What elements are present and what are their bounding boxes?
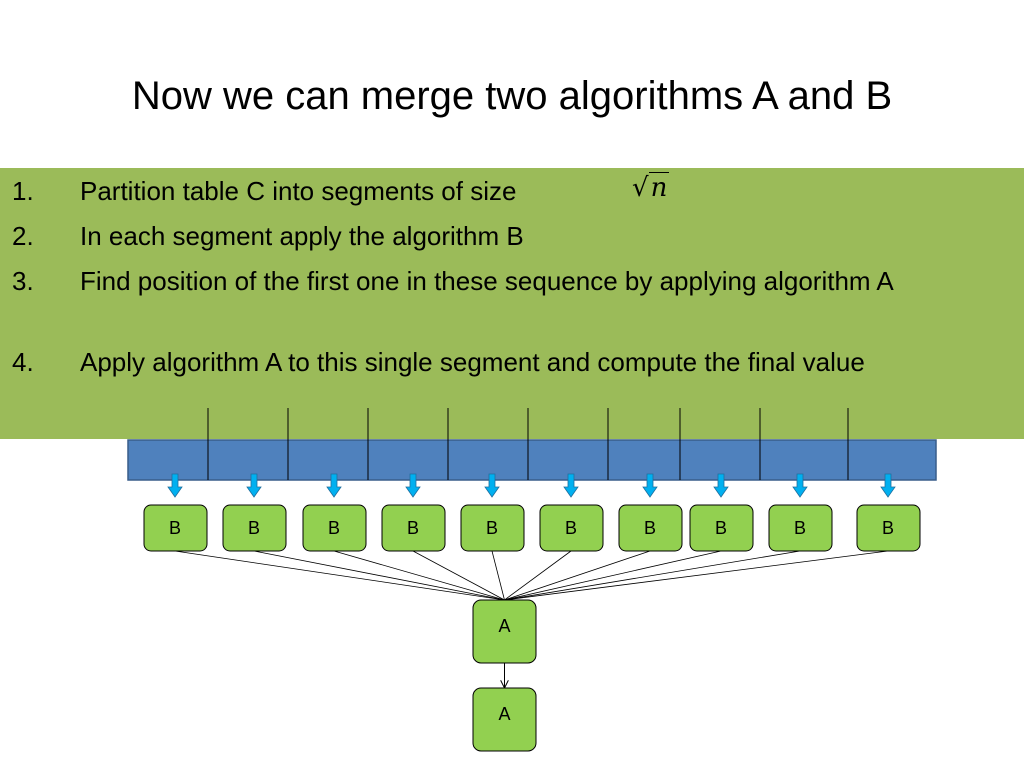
down-arrow-icon (167, 473, 183, 498)
step-number: 2. (12, 221, 34, 251)
b-node-label: B (565, 518, 577, 538)
slide-title: Now we can merge two algorithms A and B (131, 74, 893, 118)
b-node (689, 504, 754, 552)
down-arrow-icon (792, 473, 808, 498)
b-node-label: B (407, 518, 419, 538)
connector-line (412, 550, 505, 601)
connector-line (333, 550, 505, 601)
down-arrow-icon (880, 473, 896, 498)
b-node-label: B (169, 518, 181, 538)
b-to-a-connectors (174, 550, 889, 601)
b-node-label: B (644, 518, 656, 538)
down-arrow-icon (563, 473, 579, 498)
b-node (222, 504, 287, 552)
b-node-label: B (486, 518, 498, 538)
segment-arrows (167, 473, 896, 498)
b-node (618, 504, 683, 552)
step-text: Find position of the first one in these … (80, 266, 894, 296)
b-node (460, 504, 525, 552)
b-node (539, 504, 604, 552)
connector-line (504, 550, 651, 601)
b-node (856, 504, 921, 552)
connector-line (491, 550, 505, 601)
b-node (302, 504, 367, 552)
b-node-label: B (248, 518, 260, 538)
connector-line (504, 550, 889, 601)
b-node-label: B (715, 518, 727, 538)
step-number: 4. (12, 347, 34, 377)
radical-sign: √ (632, 173, 649, 203)
formula-variable: n (648, 172, 670, 203)
step-text: In each segment apply the algorithm B (80, 221, 524, 251)
connector-line (174, 550, 505, 601)
down-arrow-icon (713, 473, 729, 498)
down-arrow-icon (246, 473, 262, 498)
b-node (381, 504, 446, 552)
connector-line (253, 550, 505, 601)
segment-dividers (207, 408, 849, 480)
sqrt-n-formula: √n (632, 170, 670, 206)
table-c-bar (127, 439, 937, 481)
b-node-label: B (328, 518, 340, 538)
b-node (768, 504, 833, 552)
step-text: Apply algorithm A to this single segment… (80, 347, 865, 377)
steps-panel (0, 168, 1024, 439)
step-number: 1. (12, 176, 34, 206)
down-arrow-icon (405, 473, 421, 498)
connector-line (504, 550, 801, 601)
a-node-bottom (472, 687, 537, 752)
down-arrow-icon (484, 473, 500, 498)
a-node-bottom-label: A (498, 704, 510, 724)
down-arrow-icon (642, 473, 658, 498)
step-text: Partition table C into segments of size (80, 176, 517, 206)
b-node-label: B (794, 518, 806, 538)
down-arrow-icon (326, 473, 342, 498)
a-node-top-label: A (498, 616, 510, 636)
b-node (143, 504, 208, 552)
b-node-label: B (882, 518, 894, 538)
connector-line (504, 550, 722, 601)
connector-line (504, 550, 572, 601)
step-number: 3. (12, 266, 34, 296)
